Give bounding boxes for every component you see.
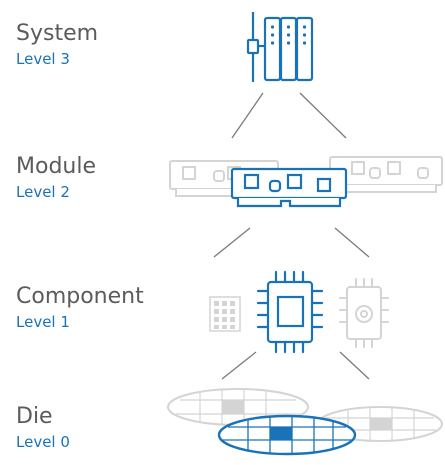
connector-module-component-left — [213, 227, 251, 258]
level-module: Module Level 2 — [16, 155, 96, 202]
level-number-component: Level 1 — [16, 313, 70, 331]
level-system: System Level 3 — [16, 22, 98, 69]
level-name-die: Die — [16, 404, 53, 429]
level-number-die: Level 0 — [16, 433, 70, 451]
grid-array-chip-icon-faded — [209, 296, 241, 332]
memory-module-icon — [230, 167, 348, 208]
connector-component-die-right — [339, 351, 370, 380]
server-rack-icon — [246, 12, 314, 82]
connector-module-component-right — [334, 227, 370, 258]
gear-chip-icon-faded — [339, 278, 389, 348]
cpu-chip-icon — [256, 270, 324, 354]
die-highlight — [270, 427, 292, 440]
connector-system-module-right — [299, 92, 347, 139]
connector-lines — [213, 92, 370, 380]
level-die: Die Level 0 — [16, 405, 70, 452]
level-number-system: Level 3 — [16, 50, 70, 68]
connector-system-module-left — [231, 92, 264, 139]
level-number-module: Level 2 — [16, 183, 70, 201]
level-name-component: Component — [16, 284, 144, 309]
connector-component-die-left — [221, 351, 257, 380]
wafer-icon — [217, 414, 357, 456]
memory-module-icon-faded-right — [329, 156, 443, 193]
level-name-module: Module — [16, 154, 96, 179]
level-component: Component Level 1 — [16, 285, 144, 332]
level-name-system: System — [16, 21, 99, 46]
